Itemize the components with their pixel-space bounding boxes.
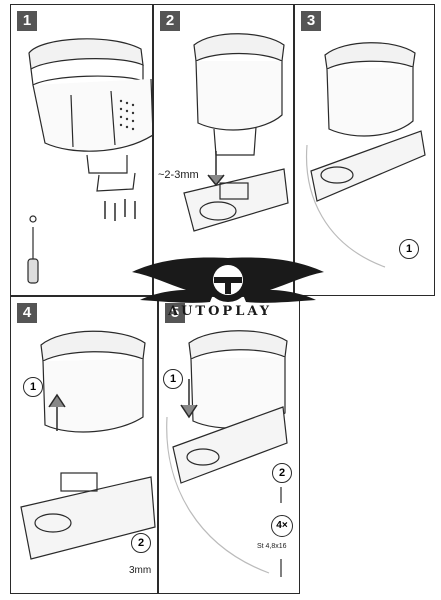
step-number-4: 4 xyxy=(17,303,37,323)
screws-icon xyxy=(104,199,136,221)
screw-count-badge: 4× xyxy=(271,515,293,537)
callout-4-1: 1 xyxy=(23,377,43,397)
screw-spec-label: St 4,8x16 xyxy=(257,543,287,550)
step-number-5: 5 xyxy=(165,303,185,323)
step-number-2: 2 xyxy=(160,11,180,31)
callout-4-1-text: 1 xyxy=(29,381,37,393)
screwdriver-icon xyxy=(27,215,39,284)
arrow-up-icon xyxy=(48,393,66,431)
dot-pattern xyxy=(119,99,135,131)
callout-4-2-text: 2 xyxy=(137,537,145,549)
armrest-exploded-illustration xyxy=(27,38,152,284)
callout-1-text: 1 xyxy=(405,243,413,255)
callout-5-1: 1 xyxy=(163,369,183,389)
armrest-mount-illustration xyxy=(183,33,289,232)
callout-5-2: 2 xyxy=(272,463,292,483)
screw-count-text: 4× xyxy=(276,520,288,531)
armrest-final-illustration xyxy=(166,330,288,577)
callout-5-1-text: 1 xyxy=(169,373,177,385)
panel-step-2: 2 ~2-3mm xyxy=(153,4,294,296)
arrow-down-icon xyxy=(180,379,198,419)
armrest-adjust-illustration xyxy=(305,42,426,268)
callout-5-2-text: 2 xyxy=(278,467,286,479)
callout-4-2: 2 xyxy=(131,533,151,553)
panel-step-3: 3 1 xyxy=(294,4,435,296)
panel-step-4: 4 1 2 3mm xyxy=(10,296,158,594)
panel-step-5: 5 1 2 4× St 4,8x16 xyxy=(158,296,300,594)
hex-key-label: 3mm xyxy=(129,565,152,576)
gap-label: ~2-3mm xyxy=(158,169,199,181)
step-number-3: 3 xyxy=(301,11,321,31)
armrest-install-illustration xyxy=(20,330,156,560)
arrow-down-icon xyxy=(207,151,225,187)
panel-step-1: 1 xyxy=(10,4,153,296)
autoplay-logo xyxy=(132,257,324,303)
logo-text: AUTOPLAY xyxy=(168,304,273,319)
step-number-1: 1 xyxy=(17,11,37,31)
callout-1: 1 xyxy=(399,239,419,259)
